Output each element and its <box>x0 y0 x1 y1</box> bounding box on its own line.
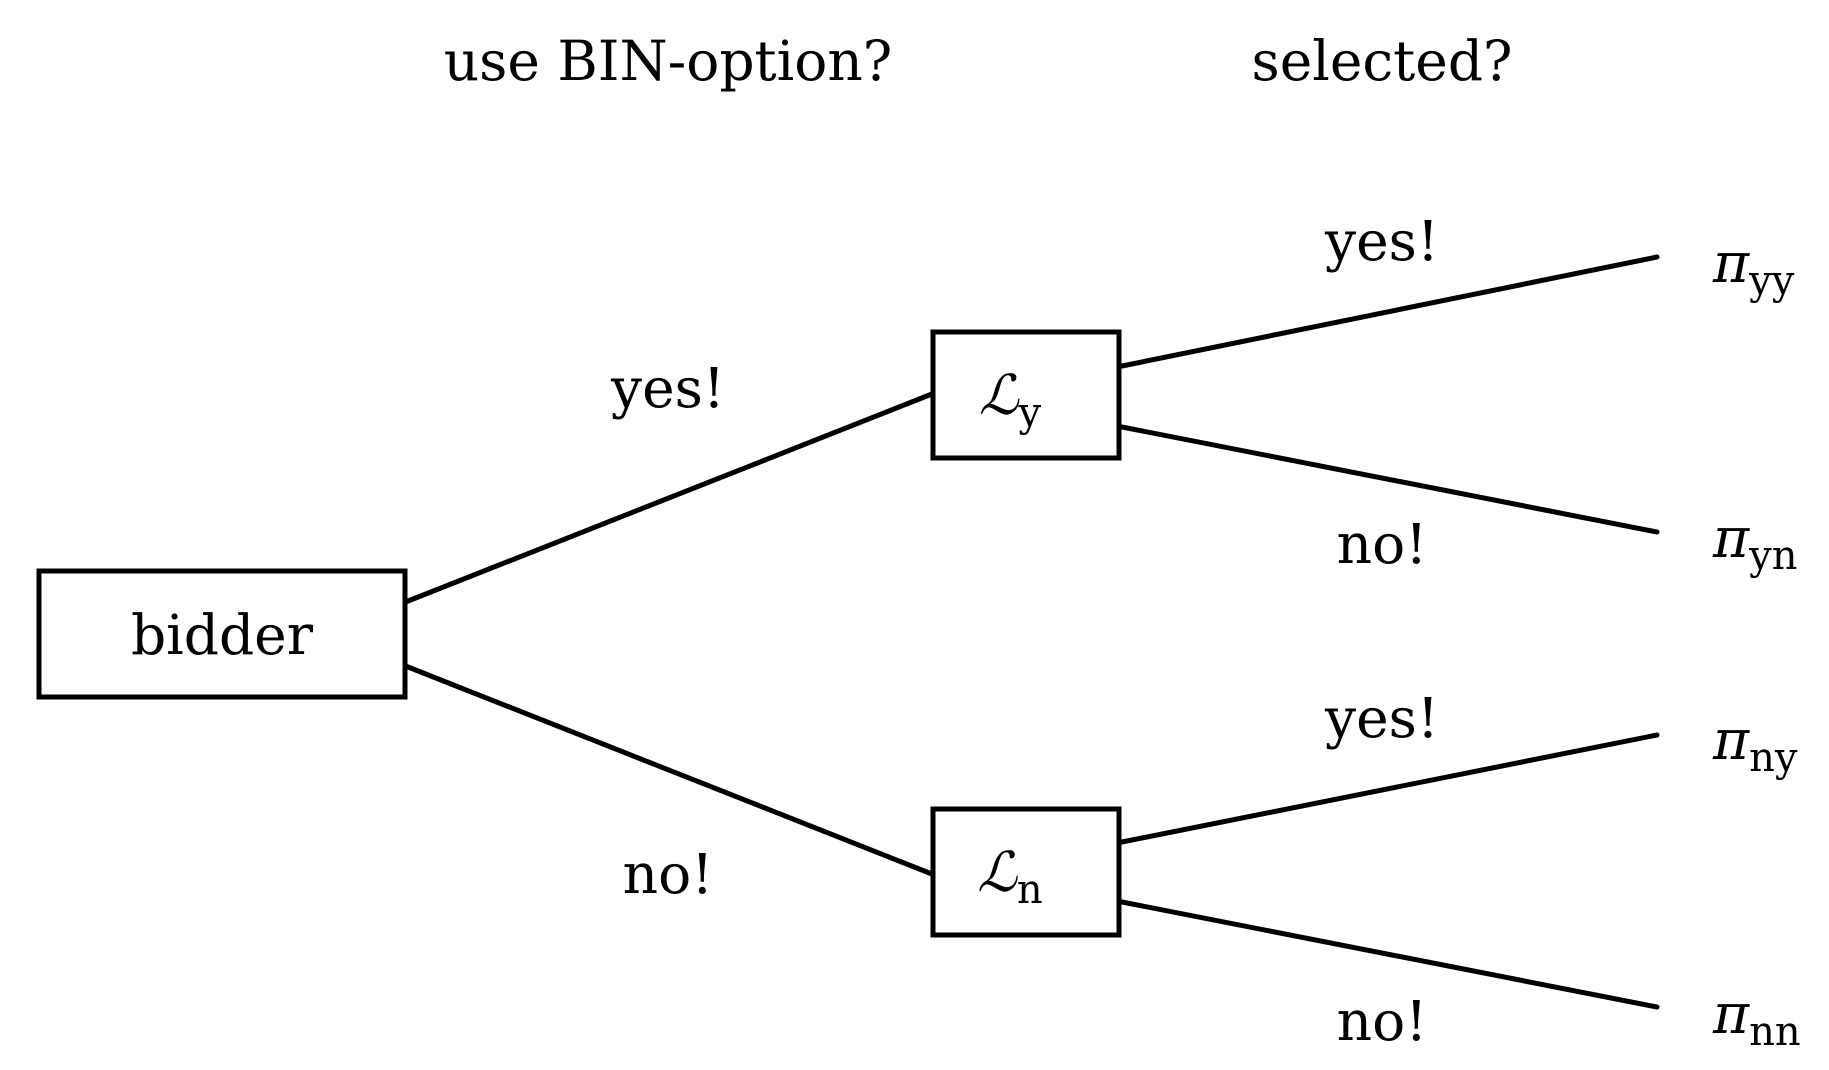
node-lottery-yes-box <box>930 329 1122 461</box>
node-lottery-no-symbol: ℒ <box>977 840 1018 904</box>
node-bidder-label: bidder <box>131 603 314 667</box>
node-lottery-no-box <box>930 806 1122 938</box>
payoff-yy-symbol: π <box>1712 231 1750 295</box>
branch-label-ly-yes: yes! <box>1324 209 1439 273</box>
node-lottery-yes: ℒy <box>930 329 1122 461</box>
header-use-bin-option: use BIN-option? <box>444 29 893 93</box>
node-bidder-box <box>36 568 408 700</box>
payoff-nn-symbol: π <box>1712 982 1750 1046</box>
node-bidder: bidder <box>36 568 408 700</box>
node-lottery-yes-label: ℒy <box>979 363 1042 436</box>
edge-root-to-ln <box>400 662 940 879</box>
branch-label-ln-yes: yes! <box>1324 686 1439 750</box>
node-lottery-yes-symbol: ℒ <box>979 363 1020 427</box>
edge-ly-to-yy <box>1119 254 1660 369</box>
branch-label-root-no: no! <box>623 842 714 906</box>
header-selected: selected? <box>1251 29 1512 93</box>
node-lottery-no-subscript: n <box>1017 867 1043 913</box>
payoff-yn-symbol: π <box>1712 506 1750 570</box>
payoff-ny: πny <box>1712 708 1798 781</box>
branch-label-root-yes: yes! <box>610 356 725 420</box>
payoff-yy-subscript: yy <box>1748 258 1795 304</box>
edge-ln-to-nn <box>1119 899 1660 1010</box>
payoff-yn-subscript: yn <box>1748 533 1797 579</box>
payoff-yn: πyn <box>1712 506 1798 579</box>
branch-label-ly-no: no! <box>1337 512 1428 576</box>
branch-label-ln-no: no! <box>1337 989 1428 1053</box>
node-lottery-no-label: ℒn <box>977 840 1042 913</box>
node-lottery-yes-subscript: y <box>1018 390 1042 436</box>
payoff-nn-subscript: nn <box>1749 1009 1801 1055</box>
payoff-ny-subscript: ny <box>1749 735 1798 781</box>
node-lottery-no: ℒn <box>930 806 1122 938</box>
edge-ln-to-ny <box>1119 732 1660 845</box>
payoff-ny-symbol: π <box>1712 708 1750 772</box>
payoff-nn: πnn <box>1712 982 1801 1055</box>
edge-ly-to-yn <box>1119 424 1660 535</box>
edge-root-to-ly <box>400 389 940 606</box>
payoff-yy: πyy <box>1712 231 1795 304</box>
